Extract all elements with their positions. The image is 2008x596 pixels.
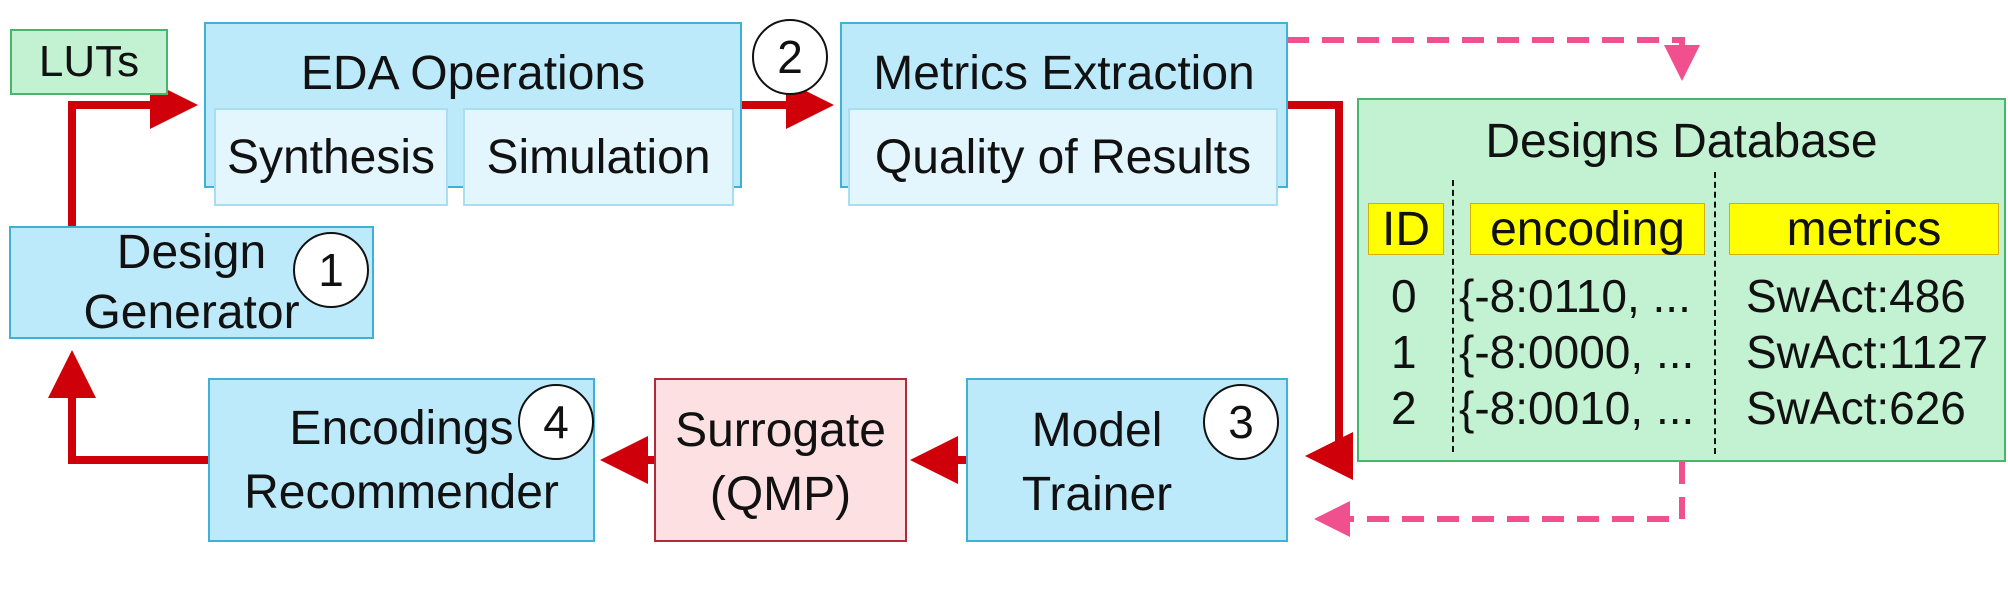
model-trainer-line1: Model bbox=[1031, 404, 1163, 457]
surrogate-line1: Surrogate bbox=[675, 404, 886, 457]
arrow-metrics-to-trainer bbox=[1287, 101, 1353, 480]
eda-operations-title: EDA Operations bbox=[300, 47, 646, 100]
recommender-line1: Encodings bbox=[289, 402, 514, 455]
step-2-badge: 2 bbox=[752, 19, 828, 95]
model-trainer-line2: Trainer bbox=[1021, 468, 1173, 521]
dashed-database-to-trainer bbox=[1314, 462, 1685, 537]
header-id: ID bbox=[1368, 203, 1444, 256]
row-1-id: 1 bbox=[1391, 326, 1417, 378]
simulation-box: Simulation bbox=[463, 108, 734, 206]
encodings-recommender-box: Encodings Recommender bbox=[208, 378, 595, 542]
row-2-encoding: {-8:0010, ... bbox=[1459, 382, 1695, 434]
surrogate-qmp-box: Surrogate (QMP) bbox=[654, 378, 907, 542]
synthesis-box: Synthesis bbox=[214, 108, 448, 206]
row-0-encoding: {-8:0110, ... bbox=[1459, 270, 1691, 322]
metrics-extraction-title: Metrics Extraction bbox=[873, 47, 1255, 100]
step-4-badge: 4 bbox=[518, 384, 594, 460]
column-divider-1 bbox=[1452, 180, 1454, 452]
quality-of-results-box: Quality of Results bbox=[848, 108, 1278, 206]
row-1-metrics: SwAct:1127 bbox=[1746, 326, 1989, 378]
arrow-recommender-to-generator bbox=[48, 350, 208, 464]
design-generator-line2: Generator bbox=[83, 286, 300, 339]
row-2-id: 2 bbox=[1391, 382, 1417, 434]
database-title: Designs Database bbox=[1485, 115, 1878, 168]
luts-box: LUTs bbox=[10, 29, 168, 95]
row-0-id: 0 bbox=[1391, 270, 1417, 322]
recommender-line2: Recommender bbox=[244, 466, 559, 519]
column-divider-2 bbox=[1714, 172, 1716, 454]
row-0-metrics: SwAct:486 bbox=[1746, 270, 1966, 322]
header-encoding: encoding bbox=[1470, 203, 1705, 256]
designs-database-box: Designs Database ID encoding metrics 0 {… bbox=[1357, 98, 2006, 462]
design-generator-line1: Design bbox=[116, 226, 267, 279]
row-1-encoding: {-8:0000, ... bbox=[1459, 326, 1695, 378]
step-1-badge: 1 bbox=[293, 232, 369, 308]
header-metrics: metrics bbox=[1729, 203, 1999, 256]
dashed-metrics-to-database bbox=[1287, 37, 1700, 81]
step-3-badge: 3 bbox=[1203, 384, 1279, 460]
row-2-metrics: SwAct:626 bbox=[1746, 382, 1966, 434]
arrow-generator-to-eda bbox=[68, 81, 198, 228]
surrogate-line2: (QMP) bbox=[709, 468, 852, 521]
